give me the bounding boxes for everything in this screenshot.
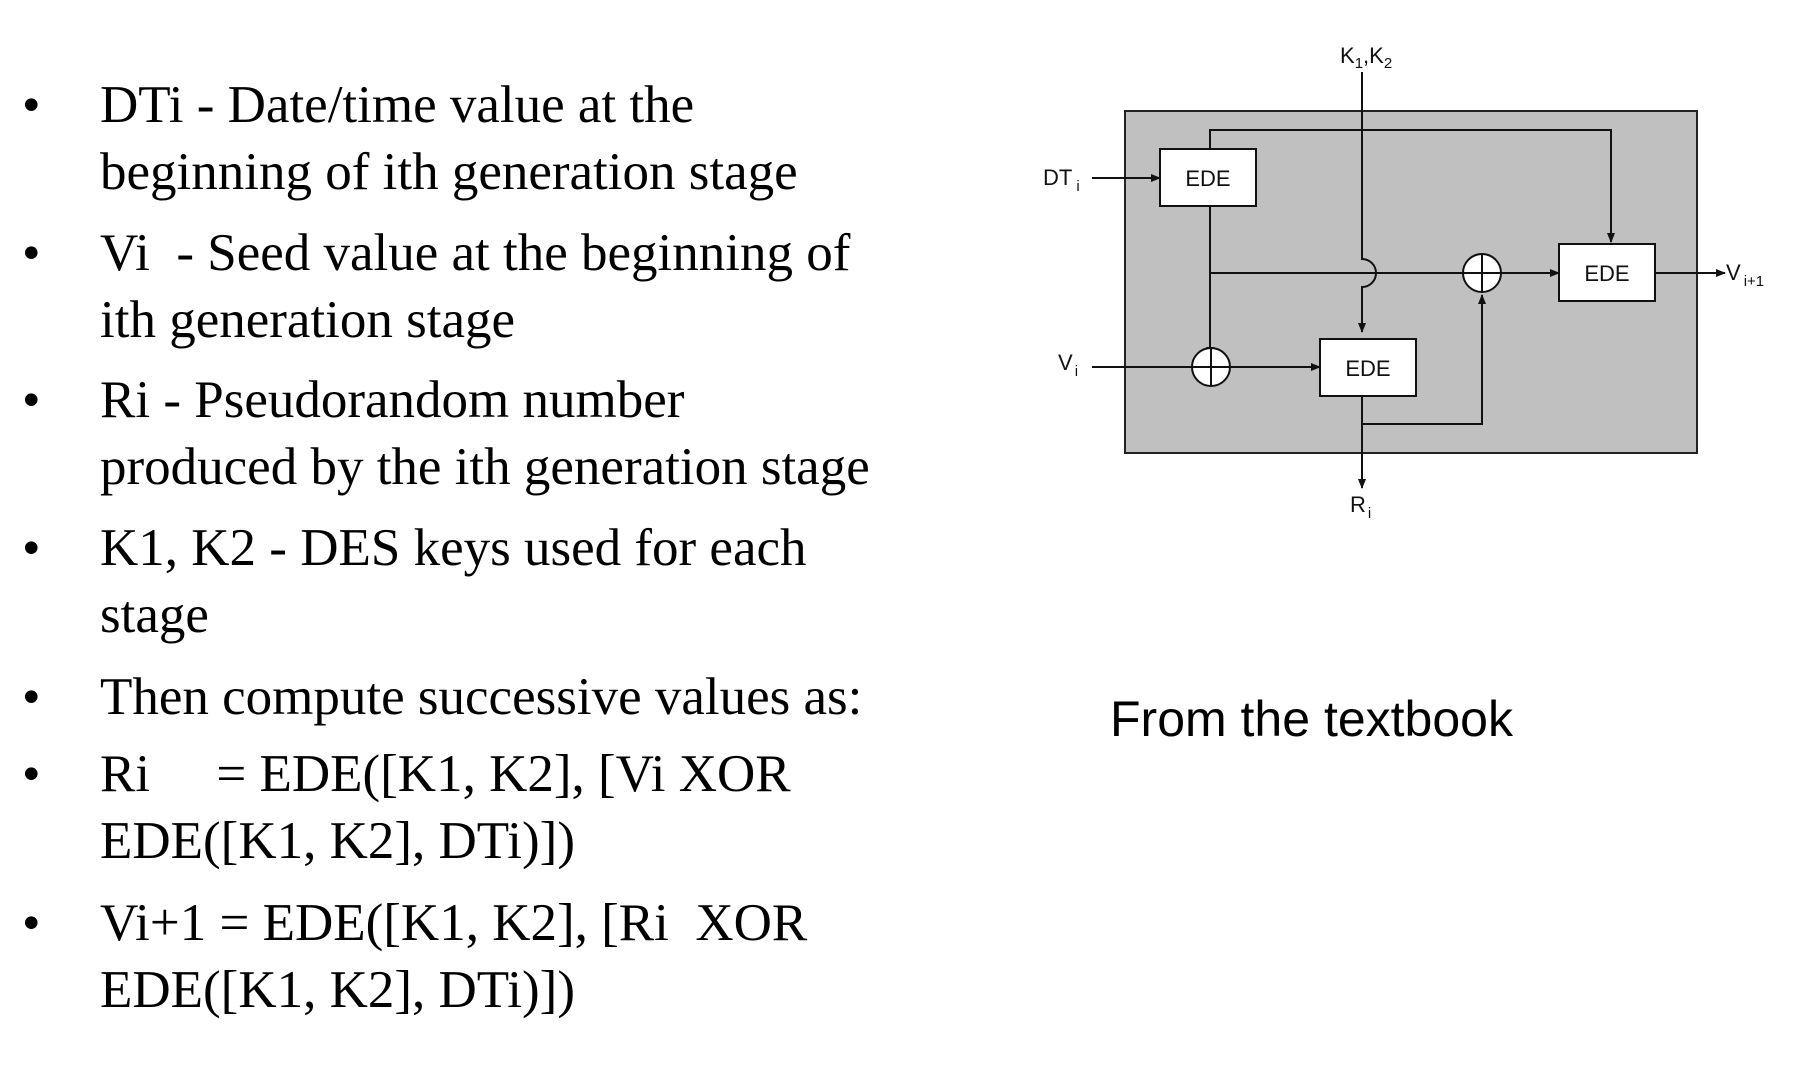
bullet-text-line: beginning of ith generation stage bbox=[100, 143, 798, 201]
ede-label: EDE bbox=[1584, 261, 1629, 286]
ede-label: EDE bbox=[1185, 166, 1230, 191]
key-label: K1,K2 bbox=[1340, 43, 1392, 72]
bullet-text-line: Ri = EDE([K1, K2], [Vi XOR bbox=[100, 745, 791, 803]
ede2-to-xor2-line bbox=[1362, 294, 1486, 425]
bullet-text-line: ith generation stage bbox=[100, 291, 516, 349]
ede-block-3: EDE bbox=[1558, 243, 1656, 302]
xor-symbol-1 bbox=[1191, 347, 1231, 387]
bullet-text-line: stage bbox=[100, 586, 209, 644]
bullet-text-line: Then compute successive values as: bbox=[100, 668, 863, 726]
bullet-text-line: DTi - Date/time value at the bbox=[100, 76, 695, 134]
bullet-text-line: K1, K2 - DES keys used for each bbox=[100, 519, 807, 577]
bullet-dot: • bbox=[22, 76, 41, 134]
bullet-dot: • bbox=[22, 668, 41, 726]
xor-symbol-2 bbox=[1462, 253, 1502, 293]
ede-label: EDE bbox=[1345, 356, 1390, 381]
bullet-text-line: EDE([K1, K2], DTi)]) bbox=[100, 961, 575, 1019]
feedback-line bbox=[1209, 129, 1615, 243]
caption-text: From the textbook bbox=[1110, 691, 1513, 747]
bullet-text-line: produced by the ith generation stage bbox=[100, 438, 870, 496]
bullet-dot: • bbox=[22, 519, 41, 577]
bullet-dot: • bbox=[22, 371, 41, 429]
bullet-dot: • bbox=[22, 894, 41, 952]
bullet-text-line: Vi - Seed value at the beginning of bbox=[100, 224, 851, 282]
bullet-dot: • bbox=[22, 745, 41, 803]
bullet-dot: • bbox=[22, 224, 41, 282]
ede-block-1: EDE bbox=[1159, 148, 1257, 207]
bullet-text-line: Vi+1 = EDE([K1, K2], [Ri XOR bbox=[100, 894, 808, 952]
bullet-text-line: Ri - Pseudorandom number bbox=[100, 371, 685, 429]
ede-block-2: EDE bbox=[1319, 338, 1417, 397]
bullet-list: • DTi - Date/time value at the beginning… bbox=[22, 76, 870, 1019]
bullet-text-line: EDE([K1, K2], DTi)]) bbox=[100, 812, 575, 870]
